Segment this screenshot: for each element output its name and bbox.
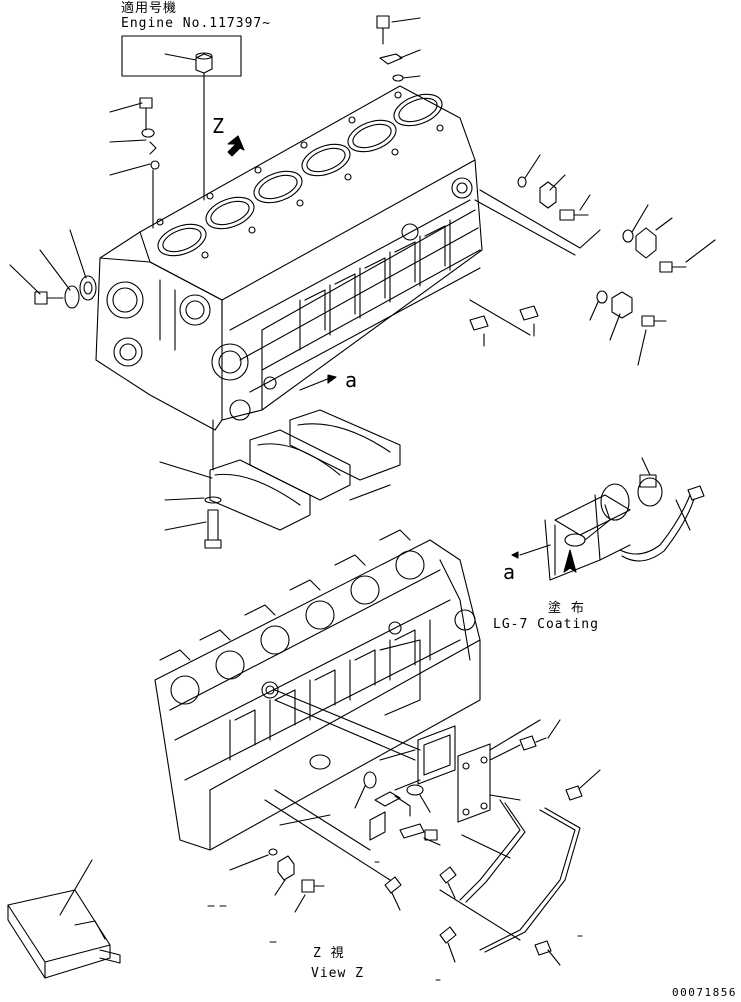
cylinder-block-upper [96, 86, 482, 430]
main-bearing-caps [210, 410, 400, 530]
coolant-pipe-assembly [512, 458, 704, 580]
cylinder-block-lower [155, 530, 480, 850]
top-right-fasteners [377, 16, 420, 81]
section-a-label-top: a [345, 368, 359, 392]
view-z-fittings [265, 690, 600, 965]
cap-bolt [205, 497, 221, 548]
view-letter-z: Z [212, 114, 226, 138]
section-a-label-right: a [503, 560, 517, 584]
view-z-label-en: View Z [311, 966, 364, 981]
coating-label-jp: 塗 布 [548, 601, 585, 616]
view-z-label-jp: Z 視 [313, 946, 345, 961]
right-side-fasteners [300, 155, 715, 390]
view-z-arrow [228, 136, 244, 156]
top-left-fasteners [110, 98, 159, 228]
engine-no-label: Engine No.117397~ [121, 16, 272, 31]
annotation-dashes [208, 862, 582, 980]
coating-label-en: LG-7 Coating [493, 617, 599, 632]
serial-number: 00071856 [672, 986, 737, 999]
cap-leaders [160, 462, 390, 530]
special-tool [8, 860, 120, 978]
lower-left-fasteners [230, 849, 324, 912]
applicable-models-label-jp: 適用号機 [121, 1, 178, 16]
left-cover-parts [10, 230, 96, 308]
engine-note-box [122, 36, 241, 200]
